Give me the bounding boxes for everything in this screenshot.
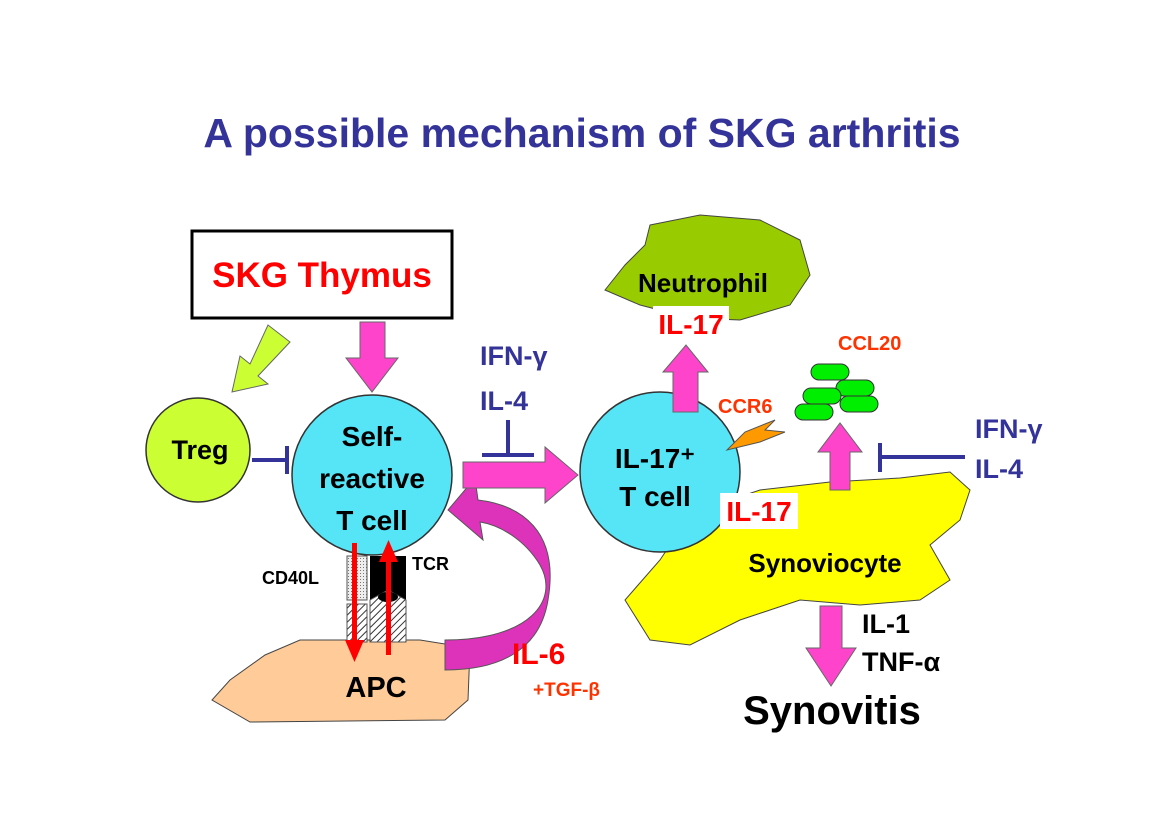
left-inhibition-icon — [482, 420, 534, 457]
self-reactive-label-2: reactive — [319, 463, 425, 494]
il17-t-cell — [579, 391, 741, 553]
left-inhibitor-ifn: IFN-γ — [480, 341, 548, 371]
synoviocyte-to-synovitis-arrow — [805, 605, 857, 687]
thymus-label: SKG Thymus — [212, 256, 432, 295]
il6-label: IL-6 — [512, 638, 565, 671]
ccr6-label: CCR6 — [718, 396, 772, 418]
differentiation-arrow — [462, 445, 579, 505]
tcr-label: TCR — [412, 554, 449, 574]
il17-mid-label: IL-17 — [726, 496, 791, 527]
treg-cell — [145, 397, 251, 503]
right-inhibitor-il4: IL-4 — [975, 454, 1023, 484]
apc-cell — [211, 639, 471, 723]
right-inhibitor-ifn: IFN-γ — [975, 414, 1043, 444]
ccl20-label: CCL20 — [838, 333, 901, 355]
cytokine-il1: IL-1 — [862, 609, 910, 639]
il6-feedback-arrow — [444, 476, 551, 671]
self-reactive-label-3: T cell — [336, 505, 408, 536]
thymus-box — [190, 229, 454, 320]
il17-cell-label-2: T cell — [619, 481, 691, 512]
neutrophil-label: Neutrophil — [638, 268, 768, 298]
right-inhibition-icon — [878, 443, 965, 472]
il17-cell-label-1: IL-17⁺ — [615, 443, 695, 474]
il17-to-neutrophil-arrow — [661, 344, 710, 413]
thymus-to-treg-arrow — [231, 324, 291, 393]
il17-top-bg — [653, 306, 729, 340]
cytokine-tnf: TNF-α — [862, 647, 940, 677]
signal-arrows — [345, 540, 398, 662]
apc-label: APC — [345, 672, 406, 704]
self-reactive-label-1: Self- — [342, 421, 403, 452]
self-reactive-t-cell — [291, 394, 453, 556]
cd40l-label: CD40L — [262, 568, 319, 588]
tgf-label: +TGF-β — [533, 680, 600, 701]
left-inhibitor-il4: IL-4 — [480, 386, 528, 416]
thymus-to-self-arrow — [344, 321, 400, 393]
treg-inhibition-icon — [252, 446, 289, 474]
treg-label: Treg — [171, 435, 228, 465]
synoviocyte-label: Synoviocyte — [748, 548, 901, 578]
il17-top-label: IL-17 — [658, 309, 723, 340]
synoviocyte-to-ccl20-arrow — [816, 422, 864, 491]
synovitis-label: Synovitis — [743, 689, 921, 733]
neutrophil-cell — [604, 214, 811, 321]
ccr6-receptor — [725, 419, 786, 451]
il17-mid-bg — [720, 493, 798, 529]
diagram-title: A possible mechanism of SKG arthritis — [203, 110, 960, 156]
ccl20-chemokines — [794, 363, 879, 421]
